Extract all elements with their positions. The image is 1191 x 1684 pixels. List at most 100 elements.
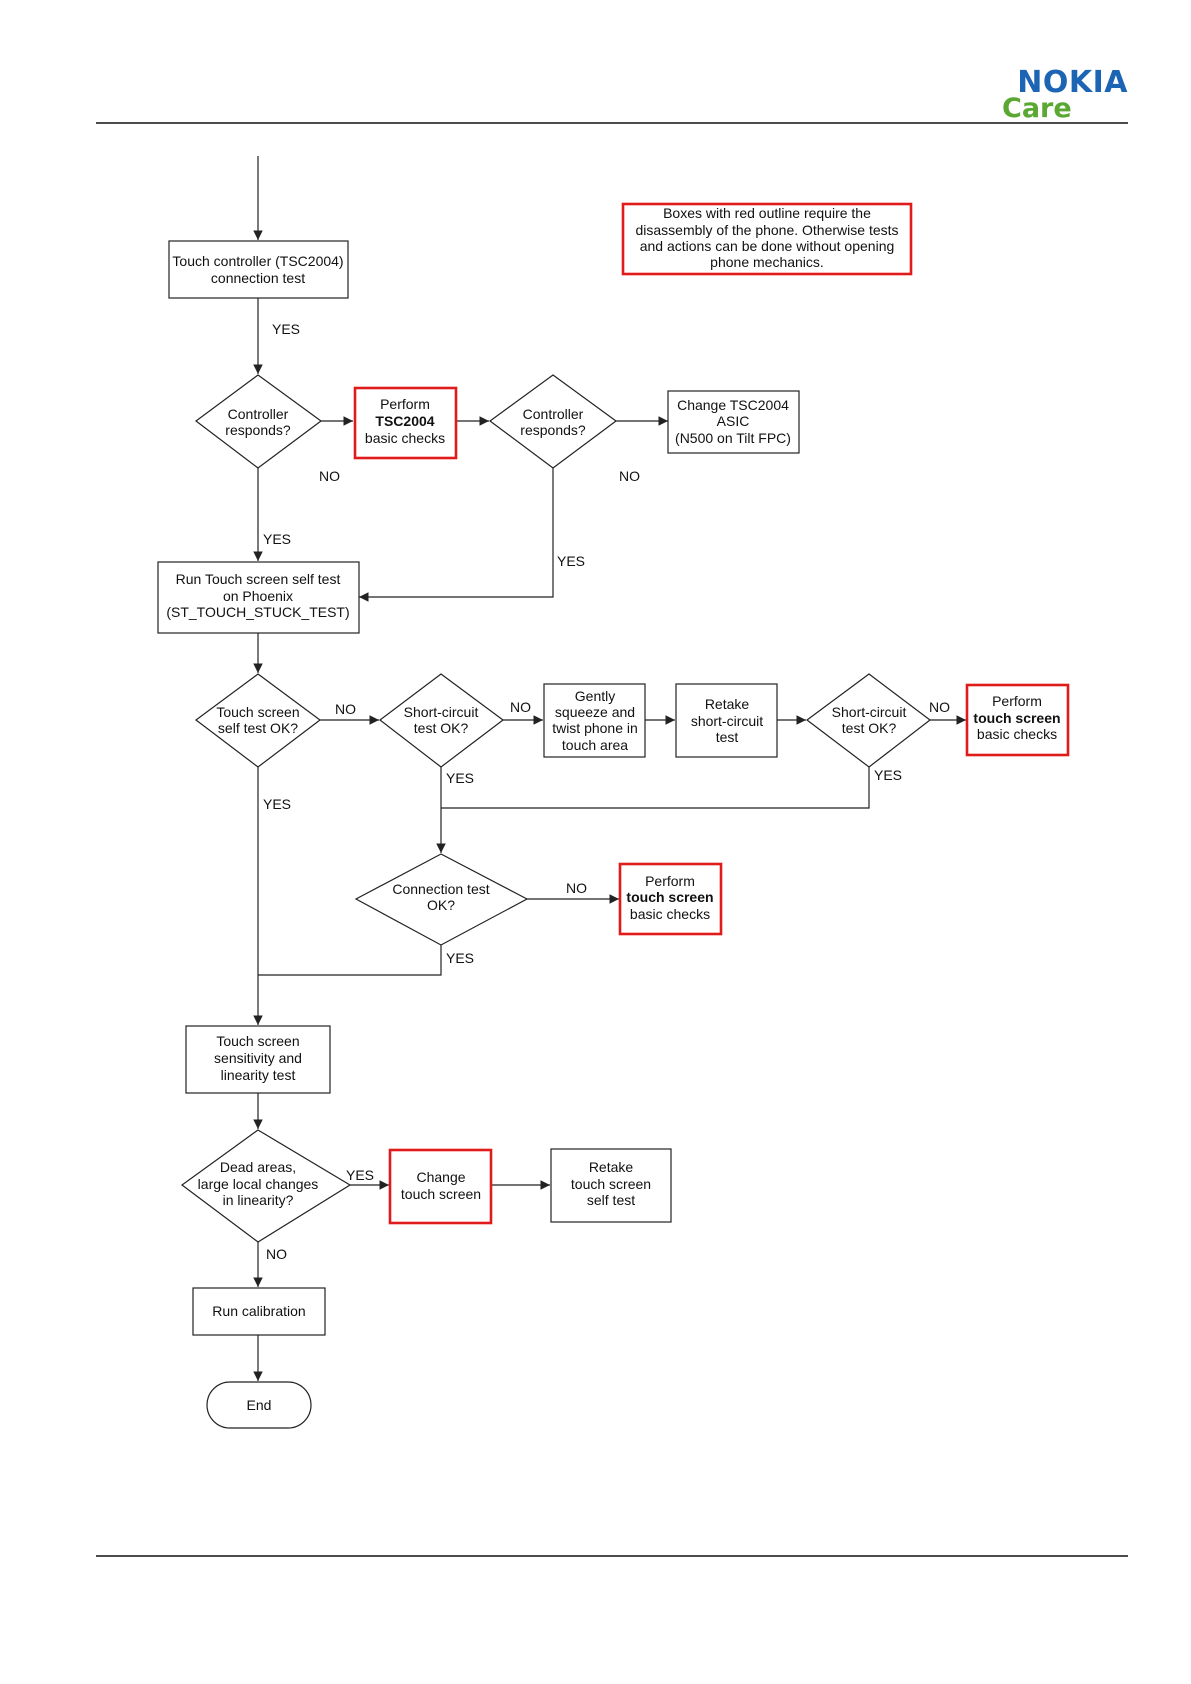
nokia-care-logo: NOKIA Care <box>1002 65 1128 124</box>
decision-text: test OK? <box>414 720 469 736</box>
decision-text: Short-circuit <box>404 704 479 720</box>
decision-text: OK? <box>427 897 455 913</box>
edge-label-yes: YES <box>346 1167 374 1183</box>
decision-text: Touch screen <box>216 704 299 720</box>
node-text: touch screen <box>401 1186 481 1202</box>
node-text: Retake <box>589 1159 634 1175</box>
node-text-bold: touch screen <box>626 889 713 905</box>
node-text: Change <box>416 1169 465 1185</box>
edge-label-no: NO <box>619 468 640 484</box>
node-perform-touch-screen-checks-2: Perform touch screen basic checks <box>618 862 723 936</box>
edge-label-yes: YES <box>263 531 291 547</box>
node-text: touch screen <box>571 1176 651 1192</box>
legend-line: disassembly of the phone. Otherwise test… <box>635 222 898 238</box>
decision-text: responds? <box>520 422 586 438</box>
legend-box: Boxes with red outline require the disas… <box>621 202 913 276</box>
node-text: sensitivity and <box>214 1050 302 1066</box>
node-text: Perform <box>992 693 1042 709</box>
node-tsc-connection-test: Touch controller (TSC2004) connection te… <box>168 240 349 299</box>
edge-label-yes: YES <box>446 770 474 786</box>
node-text: Touch screen <box>216 1033 299 1049</box>
node-text-bold: touch screen <box>973 710 1060 726</box>
node-text: Perform <box>380 396 430 412</box>
decision-controller-responds-2: Controller responds? <box>488 374 618 469</box>
node-text: basic checks <box>977 726 1057 742</box>
terminal-end: End <box>206 1381 312 1429</box>
edge-label-yes: YES <box>272 321 300 337</box>
node-text: touch area <box>562 737 628 753</box>
node-run-calibration: Run calibration <box>192 1287 326 1336</box>
node-text: linearity test <box>221 1067 296 1083</box>
decision-text: large local changes <box>198 1176 319 1192</box>
edge-label-no: NO <box>566 880 587 896</box>
decision-text: Short-circuit <box>832 704 907 720</box>
decision-controller-responds-1: Controller responds? <box>194 374 323 469</box>
decision-self-test-ok: Touch screen self test OK? <box>194 673 322 768</box>
edge-conn-yes <box>258 945 442 976</box>
node-gently-squeeze: Gently squeeze and twist phone in touch … <box>543 683 646 758</box>
node-text: squeeze and <box>555 704 635 720</box>
node-text: basic checks <box>365 430 445 446</box>
legend-outline <box>621 202 913 276</box>
decision-dead-areas: Dead areas, large local changes in linea… <box>180 1129 352 1243</box>
edge-labels: YES NO YES NO YES NO YES NO YES NO YES N… <box>263 321 950 1262</box>
edge-label-yes: YES <box>557 553 585 569</box>
edge-label-yes: YES <box>874 767 902 783</box>
edge-label-yes: YES <box>446 950 474 966</box>
node-change-tsc2004-asic: Change TSC2004 ASIC (N500 on Tilt FPC) <box>667 390 800 454</box>
node-retake-short-circuit: Retake short-circuit test <box>675 683 778 758</box>
node-text: test <box>716 729 739 745</box>
edges <box>253 156 966 1381</box>
decision-text: test OK? <box>842 720 897 736</box>
decision-connection-test-ok: Connection test OK? <box>354 853 529 946</box>
edge-short2-yes <box>441 767 870 809</box>
decision-text: in linearity? <box>223 1192 294 1208</box>
edge-ctrl2-yes <box>359 468 554 602</box>
decision-short-circuit-1: Short-circuit test OK? <box>379 673 505 768</box>
decision-text: Controller <box>523 406 584 422</box>
node-text: Retake <box>705 696 750 712</box>
node-text: (N500 on Tilt FPC) <box>675 430 791 446</box>
node-text: Run calibration <box>212 1303 305 1319</box>
decision-text: self test OK? <box>218 720 298 736</box>
node-sensitivity-linearity-test: Touch screen sensitivity and linearity t… <box>185 1025 331 1094</box>
node-retake-self-test: Retake touch screen self test <box>550 1148 672 1223</box>
node-text: Run Touch screen self test <box>176 571 341 587</box>
logo-nokia-text: NOKIA <box>1017 65 1128 100</box>
logo-care-text: Care <box>1002 93 1072 124</box>
decision-short-circuit-2: Short-circuit test OK? <box>805 673 931 768</box>
edge-label-yes: YES <box>263 796 291 812</box>
node-change-touch-screen: Change touch screen <box>388 1148 493 1225</box>
edge-label-no: NO <box>319 468 340 484</box>
node-text: (ST_TOUCH_STUCK_TEST) <box>166 604 349 620</box>
decision-text: Dead areas, <box>220 1159 296 1175</box>
edge-label-no: NO <box>510 699 531 715</box>
node-text: short-circuit <box>691 713 763 729</box>
node-text: on Phoenix <box>223 588 293 604</box>
node-perform-tsc2004-checks: Perform TSC2004 basic checks <box>353 386 458 460</box>
decision-text: Connection test <box>392 881 489 897</box>
node-text: connection test <box>211 270 305 286</box>
node-text: Gently <box>575 688 615 704</box>
node-text: self test <box>587 1192 635 1208</box>
edge-label-no: NO <box>266 1246 287 1262</box>
node-text-bold: TSC2004 <box>375 413 434 429</box>
edge-label-no: NO <box>335 701 356 717</box>
legend-line: and actions can be done without opening <box>640 238 895 254</box>
legend-line: phone mechanics. <box>710 254 824 270</box>
node-perform-touch-screen-checks-1: Perform touch screen basic checks <box>965 683 1070 757</box>
decision-text: Controller <box>228 406 289 422</box>
legend-line: Boxes with red outline require the <box>663 205 871 221</box>
node-text: Perform <box>645 873 695 889</box>
decision-text: responds? <box>225 422 291 438</box>
node-text: Touch controller (TSC2004) <box>172 253 343 269</box>
node-text: twist phone in <box>552 720 638 736</box>
node-text: Change TSC2004 <box>677 397 789 413</box>
node-run-self-test: Run Touch screen self test on Phoenix (S… <box>157 561 360 634</box>
terminal-text: End <box>247 1397 272 1413</box>
node-text: ASIC <box>717 413 750 429</box>
edge-label-no: NO <box>929 699 950 715</box>
node-text: basic checks <box>630 906 710 922</box>
